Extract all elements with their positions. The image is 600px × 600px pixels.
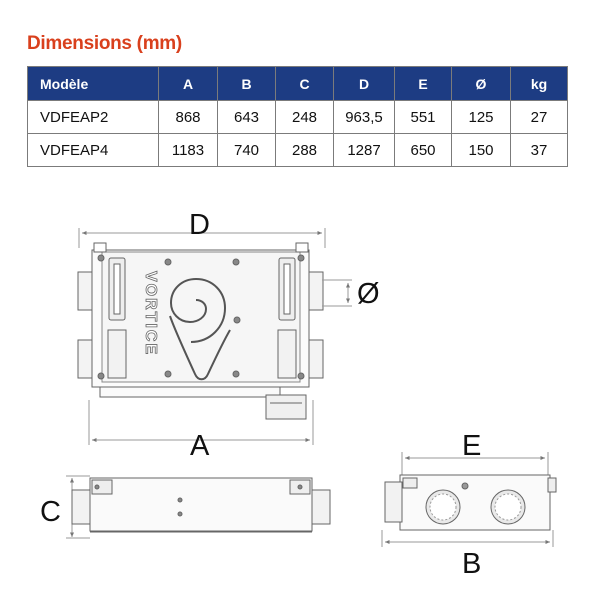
cell-e: 650 (394, 133, 452, 167)
side-view (66, 475, 331, 539)
cell-a: 1183 (158, 133, 218, 167)
header-diameter: Ø (451, 66, 511, 101)
cell-diameter: 150 (451, 133, 511, 167)
cell-b: 740 (217, 133, 276, 167)
page-title: Dimensions (mm) (27, 33, 182, 54)
brand-logo: VORTICE (142, 271, 159, 356)
top-view (77, 228, 326, 445)
table-row: VDFEAP4 1183 740 288 1287 650 150 37 (27, 133, 568, 167)
cell-d: 1287 (333, 133, 395, 167)
cell-model: VDFEAP2 (27, 100, 159, 134)
dimension-label-diameter: Ø (357, 278, 380, 310)
front-view (381, 452, 557, 547)
dimension-label-a: A (190, 430, 210, 462)
vortice-swirl-icon (169, 277, 231, 381)
cell-a: 868 (158, 100, 218, 134)
cell-b: 643 (217, 100, 276, 134)
header-model: Modèle (27, 66, 159, 101)
header-c: C (275, 66, 334, 101)
dimension-label-d: D (189, 209, 210, 241)
dimension-label-c: C (40, 496, 61, 528)
dimensions-table: Modèle A B C D E Ø kg VDFEAP2 868 643 24… (27, 66, 568, 167)
cell-kg: 37 (510, 133, 568, 167)
cell-kg: 27 (510, 100, 568, 134)
header-b: B (217, 66, 276, 101)
cell-c: 248 (275, 100, 334, 134)
cell-d: 963,5 (333, 100, 395, 134)
table-row: VDFEAP2 868 643 248 963,5 551 125 27 (27, 100, 568, 134)
dimension-label-e: E (462, 430, 482, 462)
cell-diameter: 125 (451, 100, 511, 134)
cell-model: VDFEAP4 (27, 133, 159, 167)
header-d: D (333, 66, 395, 101)
technical-drawing: VORTICE (66, 228, 557, 547)
cell-c: 288 (275, 133, 334, 167)
diameter-dimension (322, 279, 352, 307)
dimension-label-b: B (462, 548, 482, 580)
header-e: E (394, 66, 452, 101)
cell-e: 551 (394, 100, 452, 134)
header-a: A (158, 66, 218, 101)
table-header-row: Modèle A B C D E Ø kg (27, 66, 568, 101)
header-kg: kg (510, 66, 568, 101)
